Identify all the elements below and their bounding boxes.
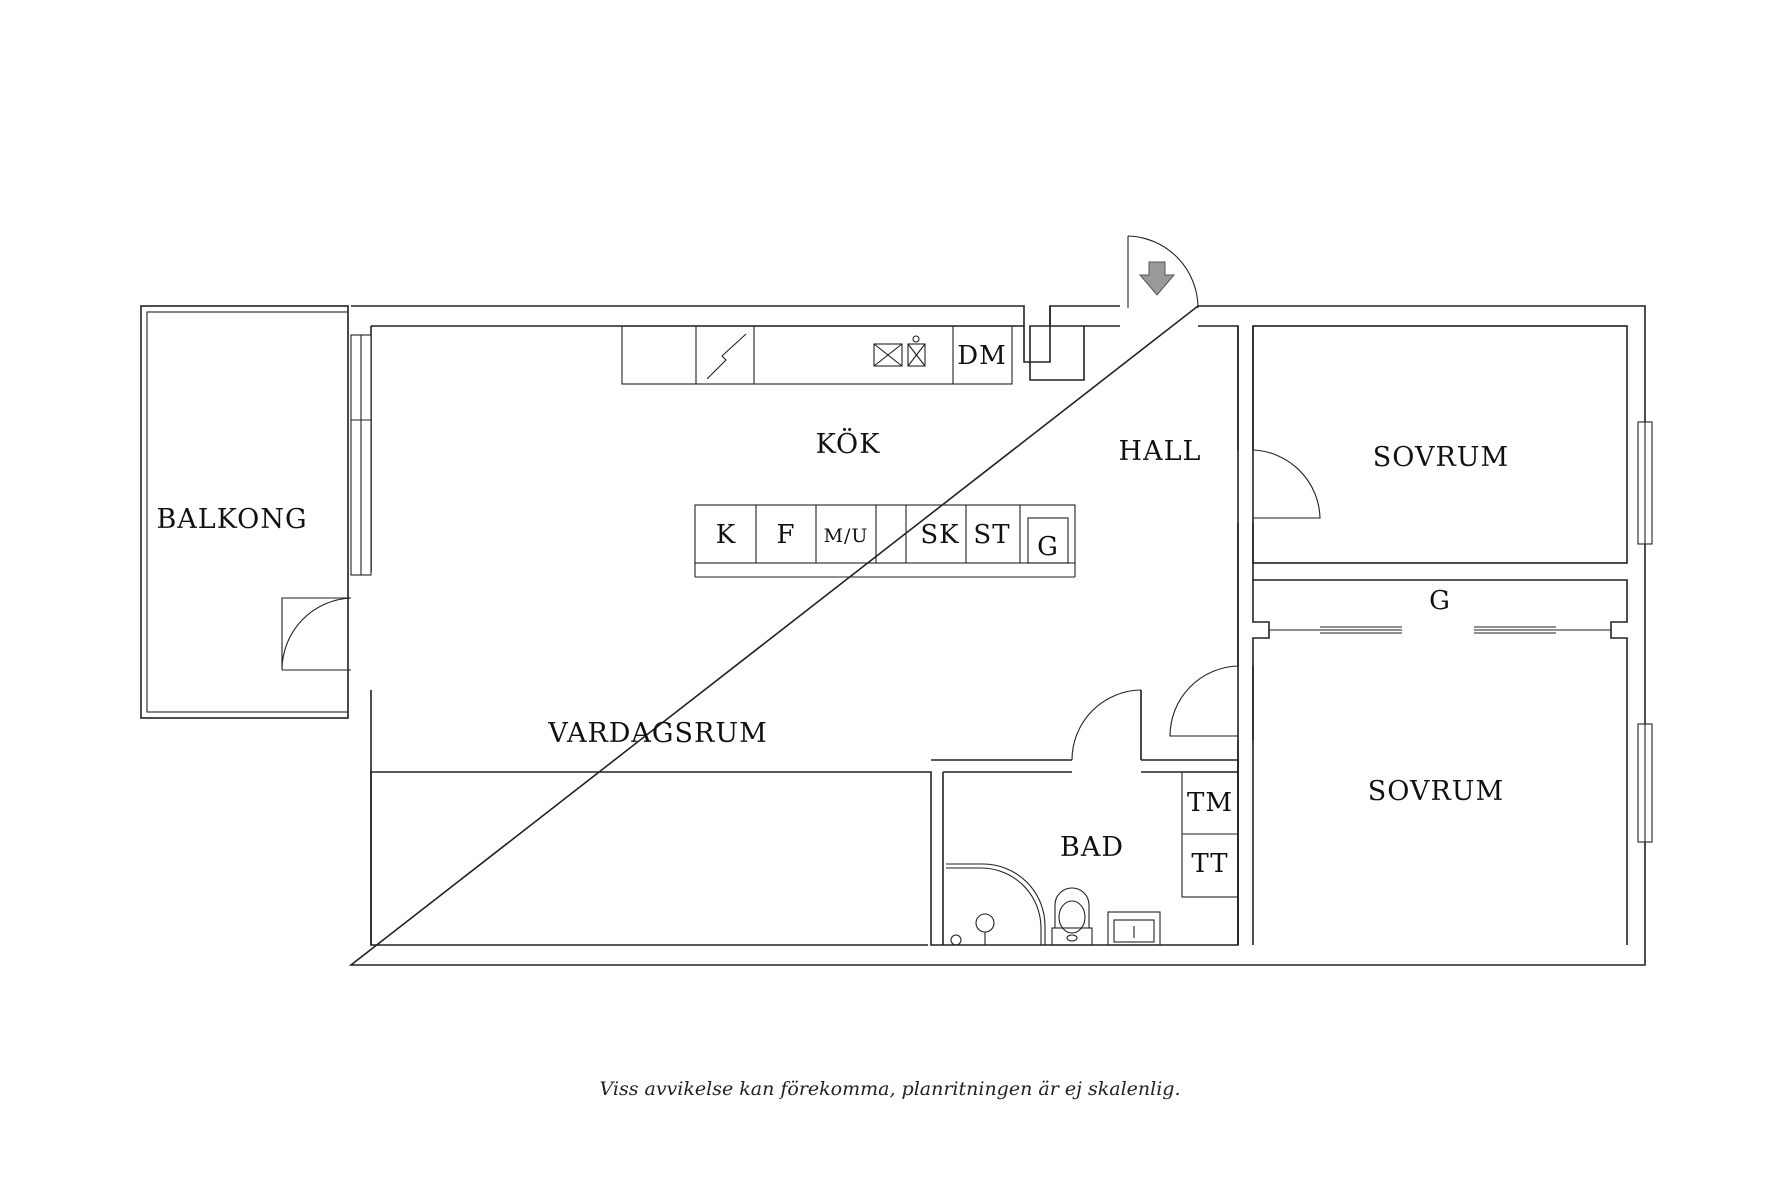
- room-label-bad: BAD: [1060, 832, 1124, 863]
- laundry-column: [1181, 771, 1239, 898]
- entrance-arrow-icon: [1138, 261, 1176, 296]
- hall-walls: [1237, 326, 1254, 945]
- disclaimer-text: Viss avvikelse kan förekomma, planritnin…: [599, 1078, 1181, 1100]
- windows: [350, 334, 1653, 843]
- stove-icon: [706, 333, 747, 380]
- room-label-hall: HALL: [1119, 436, 1202, 467]
- balcony: [140, 305, 349, 719]
- room-label-sovrum-1: SOVRUM: [1373, 442, 1509, 473]
- room-label-vardagsrum: VARDAGSRUM: [547, 718, 767, 749]
- washbasin-icon: [1107, 911, 1161, 946]
- dryer-label: TM: [1187, 788, 1233, 818]
- room-label-kok: KÖK: [816, 426, 881, 460]
- room-label-balkong: BALKONG: [156, 504, 307, 535]
- kitchen-wardrobe-label: G: [1037, 532, 1059, 562]
- pantry-label: ST: [973, 520, 1010, 550]
- room-label-sovrum-2: SOVRUM: [1368, 776, 1504, 807]
- kitchen-counter: [621, 325, 1013, 385]
- fridge-label: K: [716, 520, 736, 550]
- wardrobe-label: G: [1429, 586, 1451, 616]
- tumble-dryer-label: TT: [1191, 849, 1228, 879]
- sink-icon: [873, 335, 926, 367]
- doors: [281, 235, 1611, 761]
- cabinet-label: SK: [920, 520, 959, 550]
- toilet-icon: [1051, 887, 1093, 946]
- microwave-oven-label: M/U: [824, 525, 869, 547]
- wardrobe-walls: [1252, 579, 1628, 945]
- freezer-label: F: [776, 520, 795, 550]
- kitchen-island: [694, 504, 1076, 578]
- shower-icon: [946, 863, 1046, 946]
- dishwasher-label: DM: [957, 341, 1006, 371]
